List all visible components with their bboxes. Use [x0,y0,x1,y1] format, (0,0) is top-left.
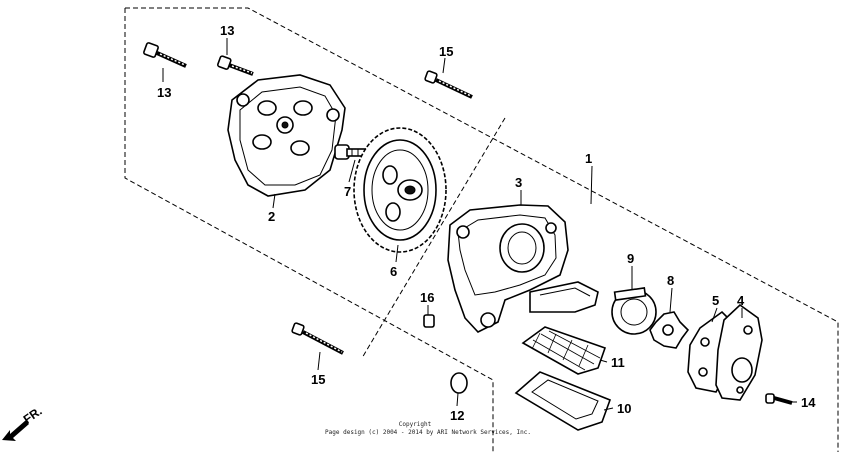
bolt-14-icon[interactable] [765,393,793,405]
pump-body-3-icon[interactable] [447,204,599,333]
copyright-notice: Copyright Page design (c) 2004 - 2014 by… [325,421,531,436]
bolt-13-right-icon[interactable] [217,55,254,76]
callout-15-lower[interactable]: 15 [311,372,325,387]
callout-13-left[interactable]: 13 [157,85,171,100]
callout-3[interactable]: 3 [515,175,522,190]
o-ring-12-icon[interactable] [450,372,468,394]
copyright-line-1: Copyright [399,421,432,428]
bolt-15-upper-icon[interactable] [424,70,473,99]
callout-1[interactable]: 1 [585,151,592,166]
outer-rotor-9-icon[interactable] [611,287,657,335]
callout-9[interactable]: 9 [627,251,634,266]
callout-4[interactable]: 4 [737,293,745,308]
callout-5[interactable]: 5 [712,293,719,308]
callout-12[interactable]: 12 [450,408,464,423]
callout-6[interactable]: 6 [390,264,397,279]
copyright-line-2: Page design (c) 2004 - 2014 by ARI Netwo… [325,429,531,436]
callout-10[interactable]: 10 [617,401,631,416]
strainer-frame-10-icon[interactable] [514,371,612,431]
dowel-pin-16-icon[interactable] [423,314,435,328]
front-direction-arrow: FR. [2,404,45,441]
callout-14[interactable]: 14 [801,395,816,410]
callout-16[interactable]: 16 [420,290,434,305]
callout-8[interactable]: 8 [667,273,674,288]
pump-cover-2-icon[interactable] [227,74,346,197]
gear-6-icon[interactable] [353,127,447,253]
bolt-13-left-icon[interactable] [143,42,187,68]
callout-15-upper[interactable]: 15 [439,44,453,59]
assembly-outline [124,7,839,452]
leader-lines [162,38,797,411]
shaft-7-icon[interactable] [334,144,372,160]
callout-11[interactable]: 11 [611,355,625,370]
arrow-icon [2,420,29,441]
callout-7[interactable]: 7 [344,184,351,199]
inner-rotor-8-icon[interactable] [649,311,690,349]
bolt-15-lower-icon[interactable] [291,322,344,355]
strainer-screen-11-icon[interactable] [521,326,607,375]
callout-labels: 13 13 15 1 2 7 3 6 9 8 5 4 16 11 10 12 1… [157,23,816,423]
pump-cover-4-icon[interactable] [715,303,763,401]
callout-13-right[interactable]: 13 [220,23,234,38]
callout-2[interactable]: 2 [268,209,275,224]
